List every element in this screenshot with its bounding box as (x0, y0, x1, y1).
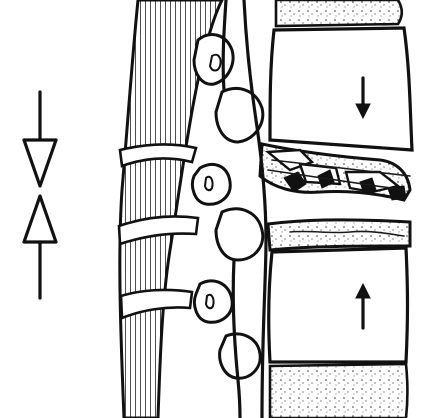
lower-vertebral-body (269, 248, 408, 418)
upper-vertebral-body (270, 0, 412, 150)
intervertebral-disc (268, 220, 410, 250)
open-up-arrow-icon (24, 196, 56, 298)
articular-processes (193, 0, 267, 418)
open-down-arrow-icon (24, 92, 56, 186)
fracture-fragments (260, 144, 410, 200)
